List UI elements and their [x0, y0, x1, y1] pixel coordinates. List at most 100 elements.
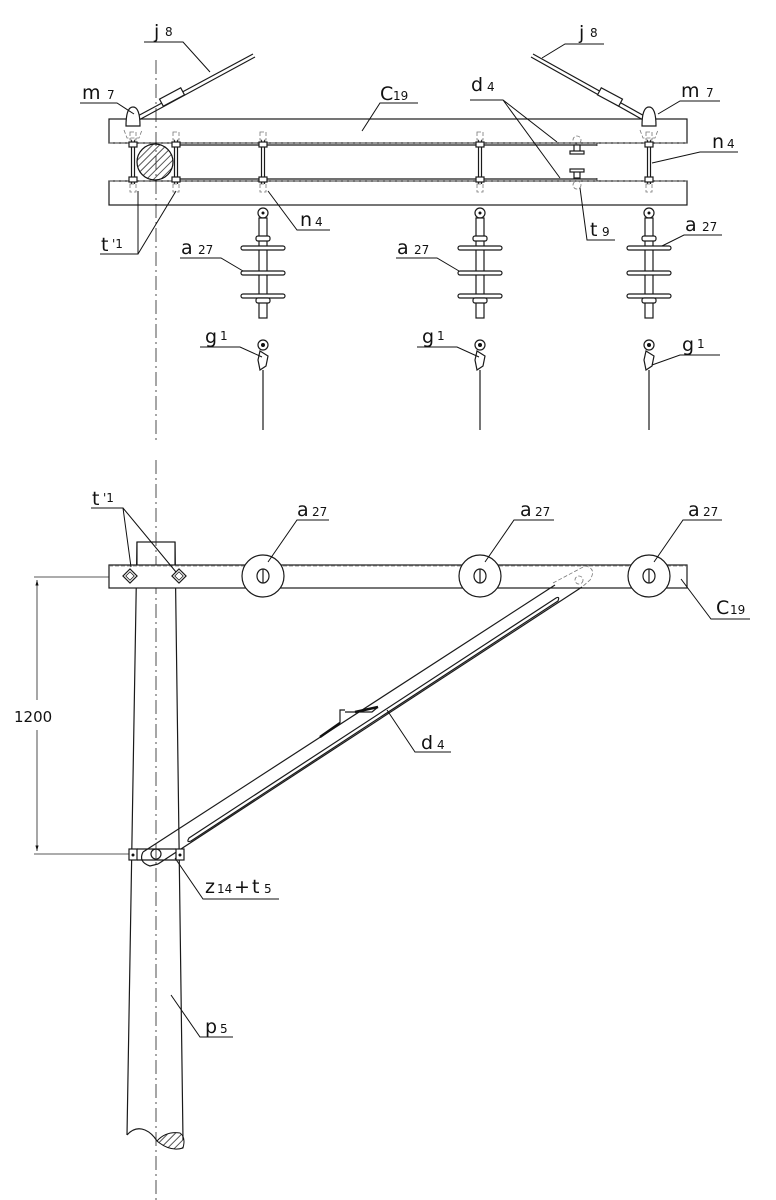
label-t1-front: t '1: [91, 488, 177, 573]
strut-d4: [140, 565, 593, 867]
svg-text:8: 8: [590, 26, 598, 40]
label-m7-left: m 7: [80, 82, 135, 115]
svg-text:z: z: [205, 876, 215, 898]
svg-text:4: 4: [315, 215, 323, 229]
label-n4-right: n 4: [651, 131, 738, 164]
svg-text:d: d: [421, 732, 433, 754]
label-a27-top-3: a 27: [661, 214, 722, 247]
cross-arm: [108, 564, 688, 589]
labels: j 8 j 8 m 7 m 7 C 19 d 4: [80, 21, 750, 1038]
label-m7-right: m 7: [657, 80, 720, 115]
svg-text:j: j: [578, 22, 584, 44]
svg-text:19: 19: [730, 603, 745, 617]
label-c19-front: C 19: [680, 578, 750, 620]
label-p5: p 5: [170, 994, 233, 1038]
through-bolt: [644, 131, 654, 193]
svg-text:n: n: [300, 209, 312, 231]
top-view: [108, 53, 688, 440]
svg-text:+: +: [234, 876, 250, 898]
label-g1-1: g 1: [200, 326, 263, 358]
label-a27-front-2: a 27: [484, 499, 554, 563]
svg-text:'1: '1: [103, 491, 114, 505]
svg-text:C: C: [716, 597, 729, 619]
dimension-height: 1200: [14, 576, 129, 855]
svg-text:14: 14: [217, 882, 232, 896]
svg-text:t: t: [252, 876, 259, 898]
label-j8-right: j 8: [541, 22, 604, 59]
svg-text:g: g: [205, 326, 217, 348]
insulator-string: [240, 207, 286, 430]
svg-text:1: 1: [437, 329, 445, 343]
label-a27-front-3: a 27: [653, 499, 722, 563]
svg-text:4: 4: [487, 80, 495, 94]
svg-text:27: 27: [198, 243, 213, 257]
through-bolt: [171, 131, 181, 193]
svg-text:7: 7: [107, 88, 115, 102]
insulator-tops: [241, 554, 671, 598]
bolt-t9: [569, 135, 585, 190]
svg-text:g: g: [682, 334, 694, 356]
svg-text:g: g: [422, 326, 434, 348]
svg-text:1: 1: [697, 337, 705, 351]
svg-text:m: m: [681, 80, 700, 102]
svg-text:27: 27: [535, 505, 550, 519]
bolt-heads-t1: [122, 568, 187, 584]
through-bolts: [128, 131, 654, 193]
label-d4-top: d 4: [470, 74, 561, 179]
svg-text:27: 27: [414, 243, 429, 257]
svg-text:t: t: [590, 219, 597, 241]
svg-text:a: a: [181, 237, 193, 259]
through-bolt: [475, 131, 485, 193]
svg-text:C: C: [380, 83, 393, 105]
svg-text:4: 4: [437, 738, 445, 752]
svg-text:t: t: [92, 488, 99, 510]
cross-arm-bottom-channel: [108, 180, 688, 206]
label-t1-top: t '1: [100, 190, 177, 256]
svg-text:5: 5: [220, 1022, 228, 1036]
svg-text:a: a: [297, 499, 309, 521]
svg-text:4: 4: [727, 137, 735, 151]
svg-text:27: 27: [703, 505, 718, 519]
label-j8-left: j 8: [144, 21, 211, 73]
label-t9: t 9: [579, 187, 615, 241]
label-a27-front-1: a 27: [267, 499, 329, 563]
svg-text:j: j: [153, 21, 159, 43]
svg-text:5: 5: [264, 882, 272, 896]
front-view: 1200: [14, 460, 688, 1200]
svg-text:a: a: [397, 237, 409, 259]
pole: [126, 541, 184, 1141]
svg-text:t: t: [101, 234, 108, 256]
svg-text:1: 1: [220, 329, 228, 343]
svg-text:a: a: [520, 499, 532, 521]
label-g1-3: g 1: [651, 334, 720, 366]
svg-text:p: p: [205, 1016, 217, 1038]
svg-text:'1: '1: [112, 237, 123, 251]
svg-text:a: a: [685, 214, 697, 236]
svg-text:9: 9: [602, 225, 610, 239]
label-a27-top-1: a 27: [180, 237, 244, 272]
label-a27-top-2: a 27: [396, 237, 460, 272]
svg-text:7: 7: [706, 86, 714, 100]
guy-wire-left: [123, 53, 256, 139]
svg-text:m: m: [82, 82, 101, 104]
svg-text:a: a: [688, 499, 700, 521]
label-d4-front: d 4: [386, 709, 451, 754]
through-bolt: [128, 131, 138, 193]
pole-section: [136, 143, 174, 181]
svg-text:8: 8: [165, 25, 173, 39]
svg-text:d: d: [471, 74, 483, 96]
svg-text:27: 27: [312, 505, 327, 519]
svg-text:19: 19: [393, 89, 408, 103]
pole-clamp: [128, 848, 185, 861]
svg-text:n: n: [712, 131, 724, 153]
label-z14-t5: z 14 + t 5: [174, 857, 279, 900]
cross-arm-top-channel: [108, 118, 688, 144]
insulator-string: [626, 207, 672, 430]
label-c19-top: C 19: [361, 83, 418, 132]
insulator-string: [457, 207, 503, 430]
label-g1-2: g 1: [417, 326, 480, 358]
insulator-strings: [240, 207, 672, 430]
through-bolt: [258, 131, 268, 193]
dimension-value: 1200: [14, 708, 52, 726]
